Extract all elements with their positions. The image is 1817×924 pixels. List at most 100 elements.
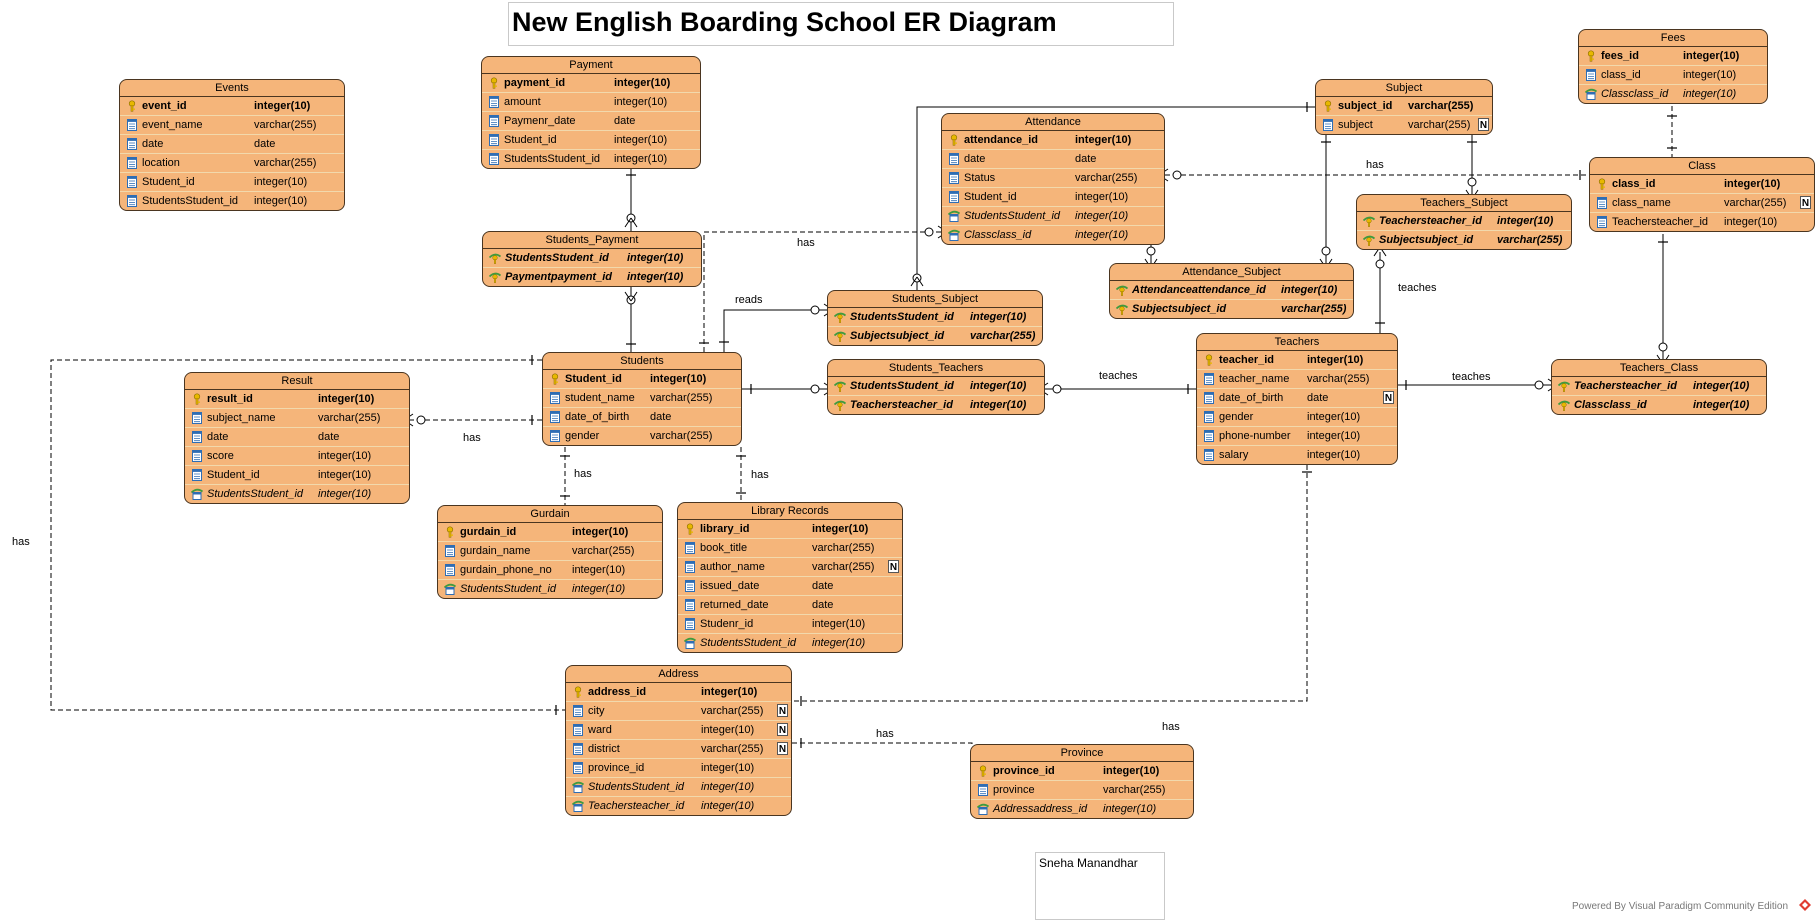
- link-students-attendance[interactable]: [703, 231, 941, 352]
- link-students-address[interactable]: [50, 359, 565, 711]
- entity-attendance-subject[interactable]: Attendance_Subject Attendanceattendance_…: [1109, 263, 1354, 319]
- attribute-name: author_name: [700, 561, 765, 573]
- link-teachers-address[interactable]: [792, 465, 1308, 702]
- link-address-province[interactable]: [792, 742, 973, 744]
- link-subject-students-subject[interactable]: [916, 106, 1315, 290]
- link-students-students-subject[interactable]: [723, 309, 827, 352]
